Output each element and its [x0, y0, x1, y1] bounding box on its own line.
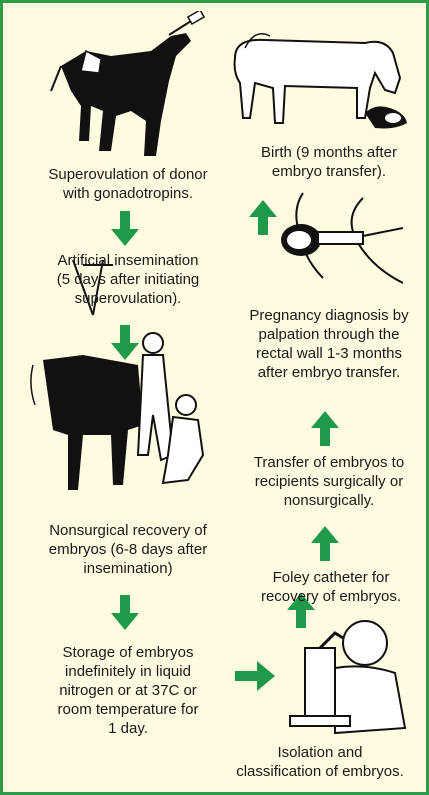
text-line: classification of embryos.: [215, 762, 425, 781]
cow-calving-icon: [225, 18, 415, 138]
text-line: Nonsurgical recovery of: [25, 521, 231, 540]
text-line: Superovulation of donor: [25, 165, 231, 184]
text-line: with gonadotropins.: [25, 184, 231, 203]
green-arrow-icon: [111, 325, 139, 360]
green-arrow-icon: [311, 526, 339, 561]
green-arrow-icon: [111, 595, 139, 630]
text-line: Storage of embryos: [25, 643, 231, 662]
step-isolation-label: Isolation and classification of embryos.: [215, 743, 425, 781]
text-line: insemination): [25, 559, 231, 578]
text-line: Pregnancy diagnosis by: [231, 306, 427, 325]
text-line: room temperature for: [25, 700, 231, 719]
text-line: Transfer of embryos to: [231, 453, 427, 472]
step-pregnancy-label: Pregnancy diagnosis by palpation through…: [231, 306, 427, 382]
text-line: recovery of embryos.: [235, 587, 427, 606]
text-line: indefinitely in liquid: [25, 662, 231, 681]
text-line: Birth (9 months after: [231, 143, 427, 162]
text-line: 1 day.: [25, 719, 231, 738]
text-line: Artificial insemination: [25, 251, 231, 270]
text-line: nonsurgically.: [231, 491, 427, 510]
step-transfer-label: Transfer of embryos to recipients surgic…: [231, 453, 427, 510]
text-line: (5 days after initiating: [25, 270, 231, 289]
green-arrow-icon: [311, 411, 339, 446]
step-foley-label: Foley catheter for recovery of embryos.: [235, 568, 427, 606]
green-arrow-icon: [235, 661, 275, 691]
step-recovery-label: Nonsurgical recovery of embryos (6-8 day…: [25, 521, 231, 578]
text-line: after embryo transfer.: [231, 363, 427, 382]
green-arrow-icon: [249, 200, 277, 235]
text-line: rectal wall 1-3 months: [231, 344, 427, 363]
text-line: palpation through the: [231, 325, 427, 344]
text-line: embryos (6-8 days after: [25, 540, 231, 559]
step-insemination-label: Artificial insemination (5 days after in…: [25, 251, 231, 308]
palpation-arm-icon: [263, 188, 413, 288]
step-birth-label: Birth (9 months after embryo transfer).: [231, 143, 427, 181]
step-superovulation-label: Superovulation of donor with gonadotropi…: [25, 165, 231, 203]
text-line: nitrogen or at 37C or: [25, 681, 231, 700]
text-line: Isolation and: [215, 743, 425, 762]
text-line: superovulation).: [25, 289, 231, 308]
cow-injection-icon: [41, 11, 211, 161]
green-arrow-icon: [111, 211, 139, 246]
text-line: recipients surgically or: [231, 472, 427, 491]
text-line: embryo transfer).: [231, 162, 427, 181]
text-line: Foley catheter for: [235, 568, 427, 587]
step-storage-label: Storage of embryos indefinitely in liqui…: [25, 643, 231, 738]
